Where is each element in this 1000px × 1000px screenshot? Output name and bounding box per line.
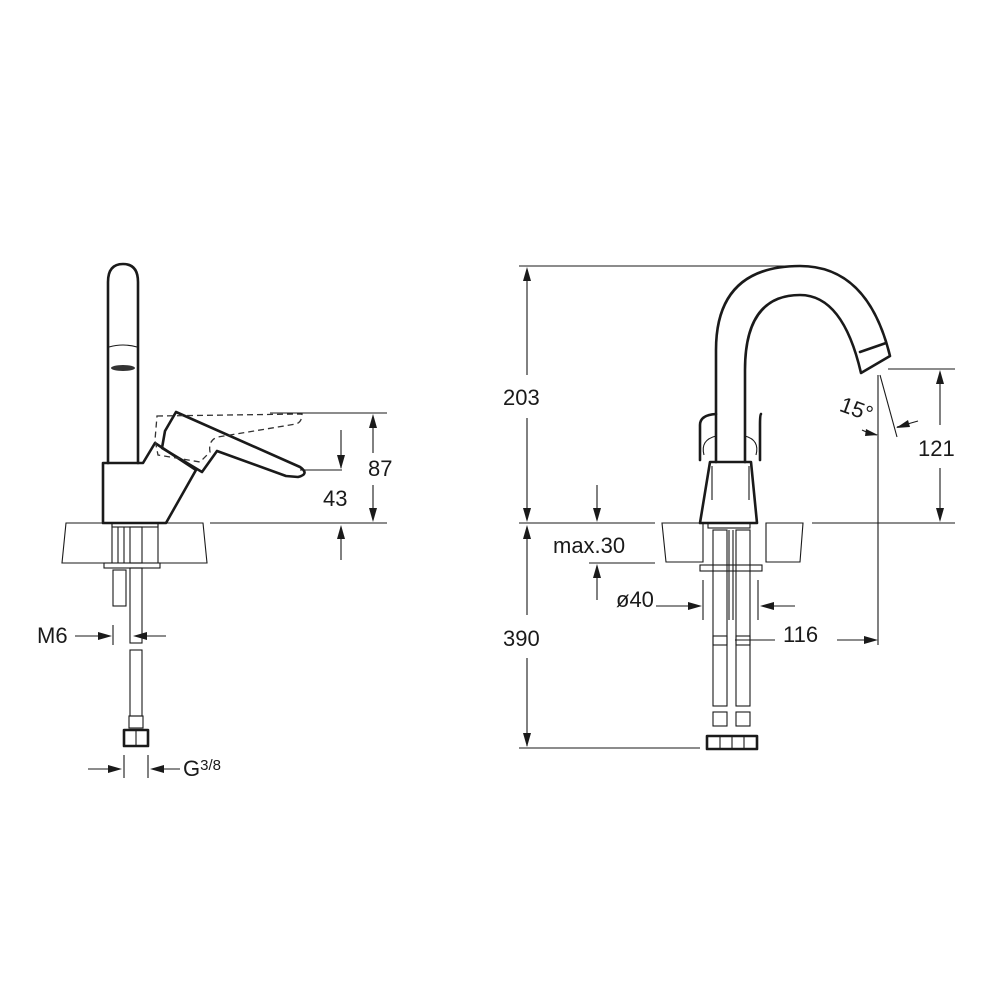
front-view: 203 390 max.30 ø40 116 121 15° [503, 264, 955, 751]
countertop-section-front [661, 522, 804, 563]
dim-spout-angle: 15° [837, 392, 877, 427]
side-body [101, 441, 198, 525]
dim-spout-outlet-height: 121 [918, 436, 955, 461]
dim-lever-height: 87 [368, 456, 392, 481]
side-lever-raised-outline [154, 413, 303, 463]
side-spout [106, 262, 140, 465]
dim-total-height: 203 [503, 385, 540, 410]
dim-spout-reach: 116 [783, 622, 818, 647]
dim-hose-connection: G3/8 [183, 756, 221, 781]
dim-lever-tip-height: 43 [323, 486, 347, 511]
dim-hose-length: 390 [503, 626, 540, 651]
side-lever [160, 410, 306, 479]
countertop-section [61, 522, 208, 564]
front-collar [698, 412, 763, 462]
front-body [698, 460, 759, 525]
flex-hose [129, 567, 143, 644]
front-spout [714, 264, 892, 464]
dim-max-deck-thickness: max.30 [553, 533, 625, 558]
flex-hose-right [735, 529, 751, 646]
side-view: 87 43 M6 G3/8 [37, 262, 392, 781]
dim-hole-diameter: ø40 [616, 587, 654, 612]
flex-hose-left [712, 529, 728, 646]
dim-rod-thread: M6 [37, 623, 68, 648]
threaded-rod [112, 569, 127, 607]
